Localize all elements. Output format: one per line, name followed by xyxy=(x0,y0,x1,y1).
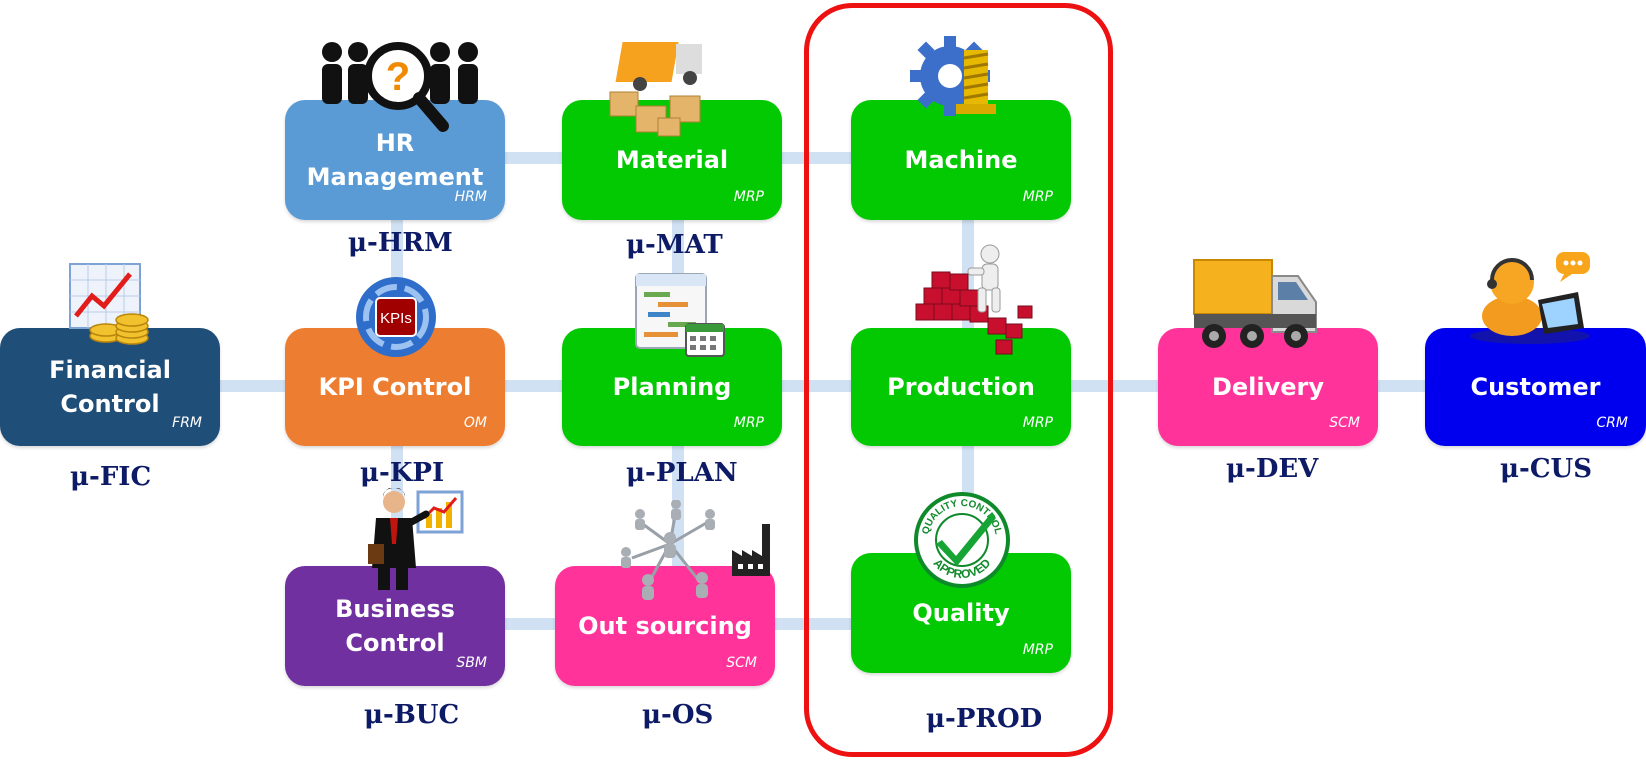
business-control-box[interactable]: Business Control SBM xyxy=(285,566,505,686)
production-module-frame xyxy=(804,3,1113,757)
svg-text:?: ? xyxy=(386,55,410,99)
box-code: HRM xyxy=(454,189,487,205)
customer-box[interactable]: Customer CRM xyxy=(1425,328,1646,446)
people-search-icon: ? xyxy=(322,42,478,132)
production-box[interactable]: Production MRP xyxy=(851,328,1071,446)
gear-screw-icon xyxy=(910,36,996,116)
box-title: Production xyxy=(887,373,1035,401)
kpi-cycle-icon: KPIs xyxy=(356,277,436,357)
box-code: SBM xyxy=(456,655,487,671)
builder-blocks-icon xyxy=(915,244,1033,355)
box-code: CRM xyxy=(1596,415,1628,431)
truck-boxes-icon xyxy=(609,42,702,137)
module-label-plan: μ-PLAN xyxy=(626,458,738,488)
box-code: MRP xyxy=(1022,189,1053,205)
box-title: Material xyxy=(615,146,729,174)
box-title: Machine xyxy=(904,146,1018,174)
box-code: MRP xyxy=(733,415,764,431)
module-label-dev: μ-DEV xyxy=(1226,454,1319,484)
outsourcing-box[interactable]: Out sourcing SCM xyxy=(555,566,775,686)
module-label-buc: μ-BUC xyxy=(364,700,460,730)
box-title: Business Control xyxy=(335,595,455,657)
module-label-prod: μ-PROD xyxy=(926,704,1043,734)
module-label-cus: μ-CUS xyxy=(1500,454,1592,484)
box-title: Out sourcing xyxy=(578,612,752,640)
network-factory-icon xyxy=(621,500,770,600)
module-label-kpi: μ-KPI xyxy=(360,458,445,488)
module-label-fic: μ-FIC xyxy=(70,462,152,492)
machine-box[interactable]: Machine MRP xyxy=(851,100,1071,220)
box-title: Quality xyxy=(912,599,1010,627)
box-code: MRP xyxy=(1022,642,1053,658)
delivery-box[interactable]: Delivery SCM xyxy=(1158,328,1378,446)
delivery-truck-icon xyxy=(1193,259,1317,348)
module-label-os: μ-OS xyxy=(642,700,714,730)
box-code: MRP xyxy=(1022,415,1053,431)
module-label-mat: μ-MAT xyxy=(626,230,723,260)
customer-support-icon xyxy=(1470,252,1590,344)
kpi-icon-label: KPIs xyxy=(380,310,412,327)
box-title: HR Management xyxy=(306,129,484,191)
box-code: OM xyxy=(463,415,487,431)
box-title: Financial Control xyxy=(49,356,171,418)
chart-coins-icon xyxy=(69,263,149,345)
box-title: KPI Control xyxy=(318,373,472,401)
box-title: Planning xyxy=(612,373,732,401)
box-title: Delivery xyxy=(1211,373,1325,401)
financial-control-box[interactable]: Financial Control FRM xyxy=(0,328,220,446)
box-code: SCM xyxy=(1329,415,1360,431)
box-code: MRP xyxy=(733,189,764,205)
module-label-hrm: μ-HRM xyxy=(348,228,453,258)
box-code: FRM xyxy=(172,415,202,431)
hr-management-box[interactable]: HR Management HRM xyxy=(285,100,505,220)
planning-calendar-icon xyxy=(635,273,725,357)
businessman-chart-icon xyxy=(368,488,464,590)
box-code: SCM xyxy=(726,655,757,671)
quality-approved-seal-icon: QUALITY CONTROL APPROVED xyxy=(914,492,1010,588)
box-title: Customer xyxy=(1470,373,1601,401)
